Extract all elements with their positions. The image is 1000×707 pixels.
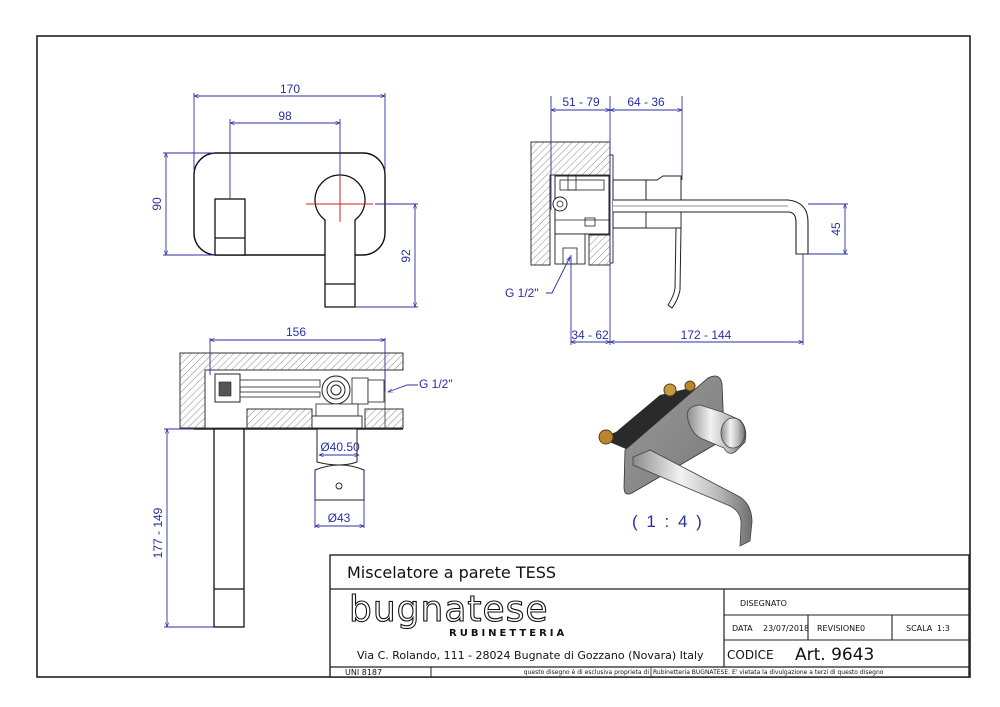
front-view: 170 98 90 92: [150, 82, 418, 308]
scala-label: SCALA: [906, 624, 933, 633]
lever-handle-front: [314, 174, 366, 308]
spout-side: [613, 199, 809, 255]
data-value: 23/07/2018: [763, 624, 809, 633]
spout-top: [213, 428, 245, 628]
dim-cartridge-diameter: Ø40.50: [320, 440, 360, 454]
data-label: DATA: [732, 624, 753, 633]
iso-scale-label: ( 1 : 4 ): [632, 512, 704, 531]
dim-plate-height: 90: [150, 197, 164, 211]
dim-spout-drop: 45: [829, 222, 843, 236]
revisione-label: REVISIONE: [817, 624, 860, 633]
spout-front: [214, 198, 246, 256]
dim-handle-height: 92: [399, 249, 413, 263]
dim-wall-depth: 51 - 79: [562, 95, 600, 109]
title-block: Miscelatore a parete TESS bugnatese RUBI…: [329, 554, 970, 678]
company-logo-subtitle: RUBINETTERIA: [449, 628, 567, 639]
iso-spout: [632, 449, 753, 547]
codice-label: CODICE: [727, 648, 774, 662]
codice-value: Art. 9643: [795, 645, 874, 665]
dim-inlet-offset: 34 - 62: [571, 328, 609, 342]
drawing-title: Miscelatore a parete TESS: [347, 563, 556, 582]
isometric-view: ( 1 : 4 ): [598, 375, 753, 547]
dim-handle-diameter: Ø43: [328, 511, 351, 525]
disclaimer-right: Rubinetteria BUGNATESE. E' vietata la di…: [653, 669, 884, 676]
inlet-label-side: G 1/2": [505, 286, 539, 300]
dim-handle-offset: 98: [278, 109, 292, 123]
revisione-value: 0: [860, 624, 865, 633]
wall-section-lower: [588, 234, 611, 266]
company-address: Via C. Rolando, 111 - 28024 Bugnate di G…: [357, 649, 704, 662]
dim-body-length: 156: [286, 325, 306, 339]
disclaimer-left: questo disegno è di esclusiva proprieta …: [524, 669, 650, 676]
disegnato-label: DISEGNATO: [740, 599, 787, 608]
top-view: 156 Ø40.50 Ø43 177 - 149 G 1/2": [151, 325, 453, 628]
company-logo: bugnatese: [349, 589, 549, 630]
iso-brass-body: [600, 388, 700, 455]
dim-spout-length: 177 - 149: [151, 507, 165, 558]
dim-body-projection: 64 - 36: [627, 95, 665, 109]
lever-side: [667, 227, 682, 309]
scala-value: 1:3: [937, 624, 950, 633]
inlet-label-top: G 1/2": [419, 377, 453, 391]
standard-label: UNI 8187: [345, 668, 382, 677]
side-view: 51 - 79 64 - 36 45 34 - 62 172 - 144 G 1…: [505, 95, 848, 345]
dim-overall-width: 170: [280, 82, 300, 96]
dim-spout-reach: 172 - 144: [681, 328, 732, 342]
